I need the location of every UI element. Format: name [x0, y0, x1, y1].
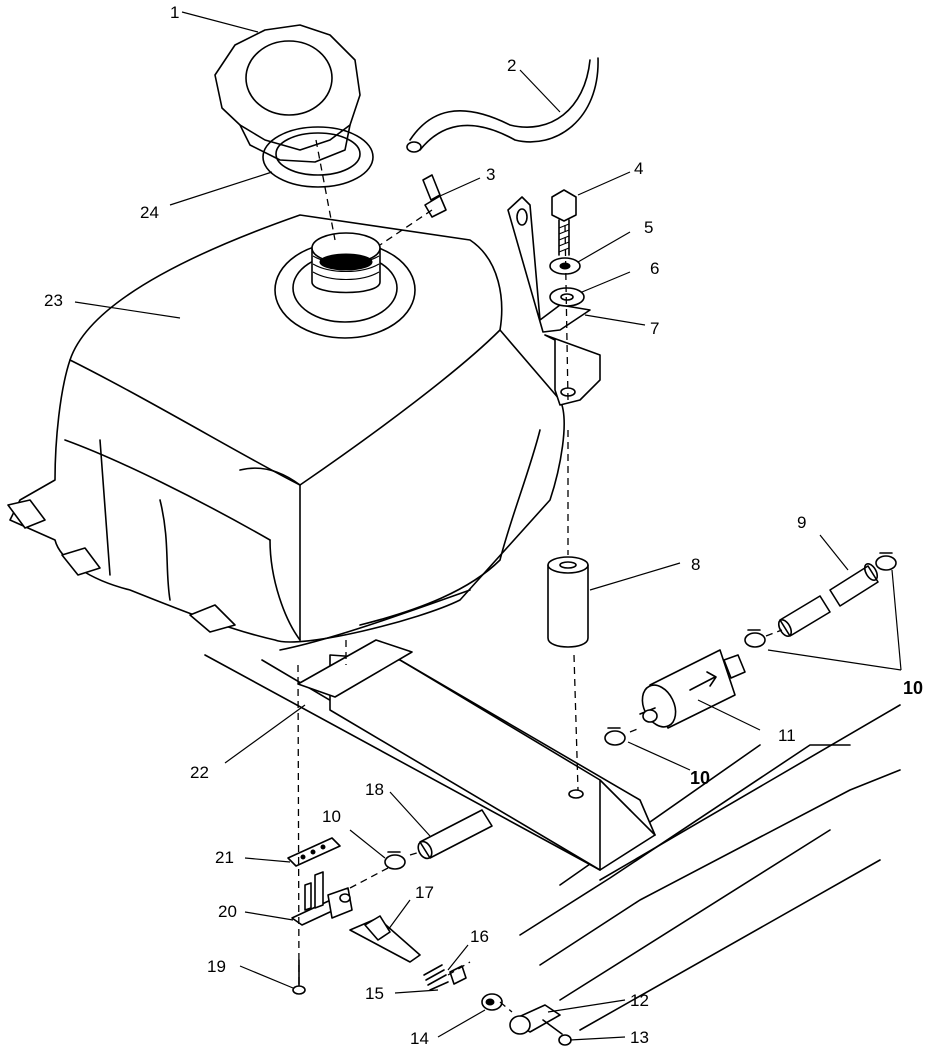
- part-18-hose: [417, 809, 493, 860]
- part-11-fuel-filter: [639, 649, 746, 729]
- part-8-spacer: [547, 556, 589, 648]
- part-3-fitting: [422, 174, 447, 218]
- part-1-fuel-cap: [214, 24, 361, 163]
- part-5-lock-washer: [549, 257, 581, 275]
- callout-18: 18: [365, 780, 384, 799]
- callout-10-left: 10: [322, 807, 341, 826]
- callout-7: 7: [650, 319, 659, 338]
- callout-2: 2: [507, 56, 516, 75]
- callout-5: 5: [644, 218, 653, 237]
- callout-3: 3: [486, 165, 495, 184]
- part-6-flat-washer: [549, 287, 585, 307]
- part-4-bolt: [551, 189, 577, 256]
- callout-11: 11: [778, 726, 796, 745]
- leader-lines: [74, 11, 902, 1041]
- callout-8: 8: [691, 555, 700, 574]
- callout-10-group: 10: [903, 678, 923, 698]
- part-22-pad: [297, 639, 413, 698]
- part-21-plate: [287, 837, 341, 867]
- part-13-screw: [542, 1019, 572, 1046]
- callout-1: 1: [170, 3, 179, 22]
- part-15-washer: [429, 981, 449, 991]
- callout-20: 20: [218, 902, 237, 921]
- callout-22: 22: [190, 763, 209, 782]
- part-23-fuel-tank: [7, 214, 565, 651]
- callout-19: 19: [207, 957, 226, 976]
- callout-9: 9: [797, 513, 806, 532]
- callout-15: 15: [365, 984, 384, 1003]
- callout-16: 16: [470, 927, 489, 946]
- part-2-vent-hose: [409, 57, 599, 151]
- callout-labels: 1 2 3 4 5 6 7 8 9 10 11 10 12 13 14 15 1…: [44, 3, 923, 1048]
- callout-24: 24: [140, 203, 159, 222]
- part-20-fuel-valve: [291, 871, 353, 926]
- callout-21: 21: [215, 848, 234, 867]
- part-14-grommet: [481, 993, 503, 1011]
- callout-13: 13: [630, 1028, 649, 1047]
- callout-10-lower: 10: [690, 768, 710, 788]
- part-10-clamp: [384, 552, 897, 870]
- assembly-lines: [297, 139, 783, 1013]
- callout-23: 23: [44, 291, 63, 310]
- callout-6: 6: [650, 259, 659, 278]
- callout-17: 17: [415, 883, 434, 902]
- part-12-knob: [509, 1004, 561, 1035]
- part-16-spring: [423, 964, 467, 986]
- part-24-gasket: [262, 126, 374, 188]
- cross-member: [329, 654, 656, 871]
- part-9-hose: [777, 563, 879, 637]
- callout-14: 14: [410, 1029, 429, 1048]
- callout-4: 4: [634, 159, 643, 178]
- part-17-lever: [349, 915, 421, 963]
- callout-12: 12: [630, 991, 649, 1010]
